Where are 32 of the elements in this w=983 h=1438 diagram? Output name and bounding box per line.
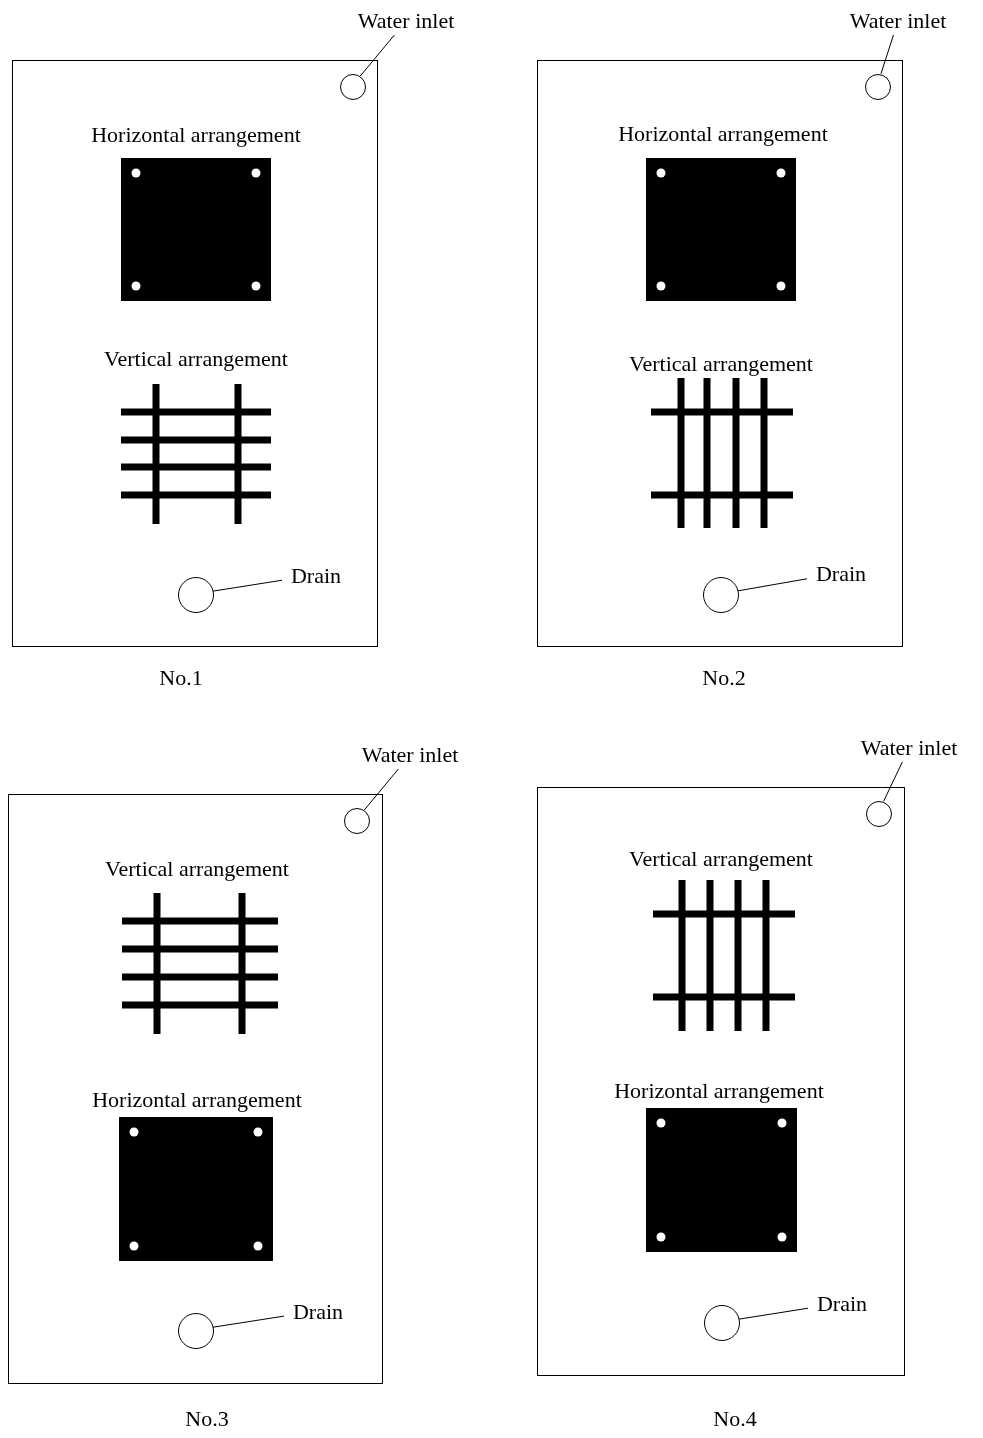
leader-line (737, 578, 808, 592)
callout-text: Water inlet (838, 7, 958, 35)
panel-caption: No.1 (158, 664, 204, 692)
arrangement-heading: Horizontal arrangement (613, 1077, 825, 1105)
leader-line (363, 768, 399, 811)
panel-box (537, 787, 905, 1376)
arrangement-heading: Vertical arrangement (628, 350, 814, 378)
arrangement-heading: Vertical arrangement (628, 845, 814, 873)
panel-box (537, 60, 903, 647)
leader-line (212, 1315, 285, 1328)
callout-text: Water inlet (346, 7, 466, 35)
panel-caption: No.4 (712, 1405, 758, 1433)
arrangement-heading: Vertical arrangement (104, 855, 290, 883)
leader-line (880, 34, 894, 75)
callout-text: Drain (283, 562, 349, 590)
arrangement-heading: Horizontal arrangement (90, 121, 302, 149)
leader-line (212, 579, 283, 592)
arrangement-heading: Vertical arrangement (103, 345, 289, 373)
callout-text: Drain (285, 1298, 351, 1326)
arrangement-heading: Horizontal arrangement (91, 1086, 303, 1114)
leader-line (359, 34, 395, 77)
panel-box (8, 794, 383, 1384)
callout-text: Water inlet (350, 741, 470, 769)
leader-line (883, 761, 903, 802)
arrangement-heading: Horizontal arrangement (617, 120, 829, 148)
callout-text: Drain (808, 560, 874, 588)
panel-caption: No.2 (701, 664, 747, 692)
leader-line (738, 1307, 809, 1320)
callout-text: Drain (809, 1290, 875, 1318)
callout-text: Water inlet (849, 734, 969, 762)
panel-caption: No.3 (184, 1405, 230, 1433)
panel-box (12, 60, 378, 647)
